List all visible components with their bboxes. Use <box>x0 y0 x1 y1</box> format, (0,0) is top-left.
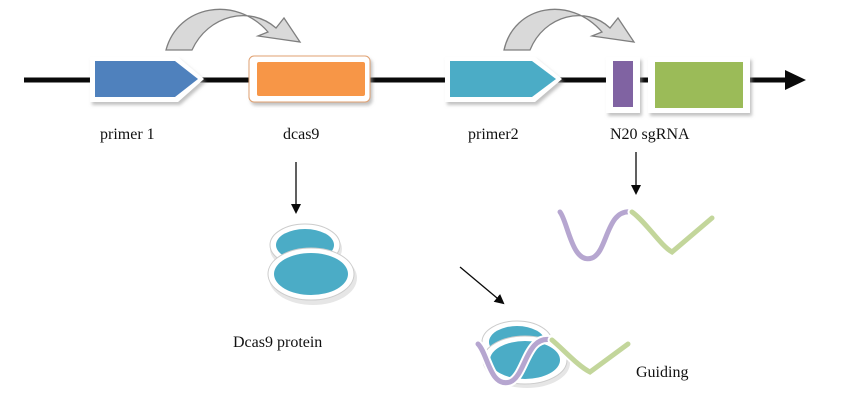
wavy-rna-icon <box>555 207 717 264</box>
n20-segment <box>606 57 640 113</box>
sgrna-label: N20 sgRNA <box>610 126 690 143</box>
guide-complex-icon <box>473 320 633 388</box>
primer2-label: primer2 <box>468 126 519 143</box>
dcas9-label: dcas9 <box>283 126 320 143</box>
primer2-arrow <box>445 57 562 102</box>
curved-arrow-icon <box>503 8 636 51</box>
dcas9-gene-box <box>248 55 371 103</box>
primer1-arrow <box>90 57 204 102</box>
complex-formation-arrow <box>459 266 505 305</box>
sgrna-scaffold-segment <box>648 57 750 113</box>
curved-arrow-icon <box>165 8 302 51</box>
guiding-label: Guiding <box>636 364 689 381</box>
stacked-discs-icon <box>267 223 357 305</box>
protein-label: Dcas9 protein <box>233 334 323 351</box>
primer1-label: primer 1 <box>100 126 155 143</box>
